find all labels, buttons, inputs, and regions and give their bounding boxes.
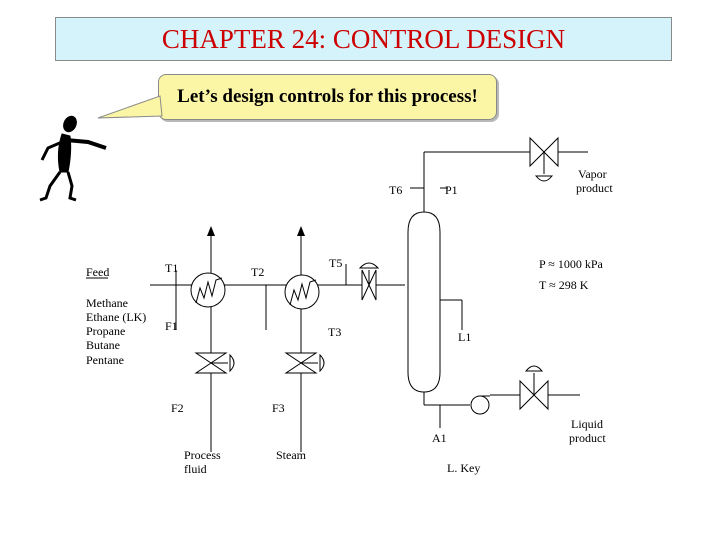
instrument-f3: F3 — [272, 401, 285, 415]
heat-exchanger-1 — [190, 272, 226, 308]
temperature-condition: T ≈ 298 K — [539, 278, 589, 292]
speech-callout: Let’s design controls for this process! — [158, 74, 497, 120]
liquid-label-2: product — [569, 431, 606, 445]
page-title: CHAPTER 24: CONTROL DESIGN — [161, 23, 566, 54]
instrument-t1: T1 — [165, 261, 178, 275]
vapor-label-1: Vapor — [578, 167, 607, 181]
process-fluid-label-1: Process — [184, 448, 221, 462]
feed-label: Feed — [86, 265, 109, 279]
valve-steam — [284, 352, 325, 374]
instrument-t3: T3 — [328, 325, 341, 339]
valve-process — [194, 352, 235, 374]
component-butane: Butane — [86, 338, 120, 352]
callout-pointer — [97, 95, 163, 119]
instrument-f2: F2 — [171, 401, 184, 415]
instrument-p1: P1 — [445, 183, 458, 197]
component-methane: Methane — [86, 296, 128, 310]
arrow-up-icon — [297, 226, 305, 236]
steam-label: Steam — [276, 448, 307, 462]
vapor-label-2: product — [576, 181, 613, 195]
liquid-label-1: Liquid — [571, 417, 603, 431]
title-banner: CHAPTER 24: CONTROL DESIGN — [55, 17, 672, 61]
pump — [470, 395, 490, 415]
stick-figure-icon — [39, 115, 107, 202]
lkey-label: L. Key — [447, 461, 480, 475]
arrow-up-icon — [207, 226, 215, 236]
instrument-a1: A1 — [432, 431, 447, 445]
component-pentane: Pentane — [86, 353, 124, 367]
valve-feed — [358, 262, 380, 301]
pressure-condition: P ≈ 1000 kPa — [539, 257, 603, 271]
process-fluid-label-2: fluid — [184, 462, 207, 476]
instrument-t5: T5 — [329, 256, 342, 270]
heat-exchanger-2 — [284, 274, 320, 310]
component-ethane: Ethane (LK) — [86, 310, 146, 324]
valve-vapor — [529, 136, 559, 182]
callout-text: Let’s design controls for this process! — [177, 86, 478, 107]
instrument-l1: L1 — [458, 330, 471, 344]
instrument-t2: T2 — [251, 265, 264, 279]
instrument-f1: F1 — [165, 319, 178, 333]
instrument-t6: T6 — [389, 183, 402, 197]
valve-liquid — [519, 365, 549, 411]
component-propane: Propane — [86, 324, 125, 338]
